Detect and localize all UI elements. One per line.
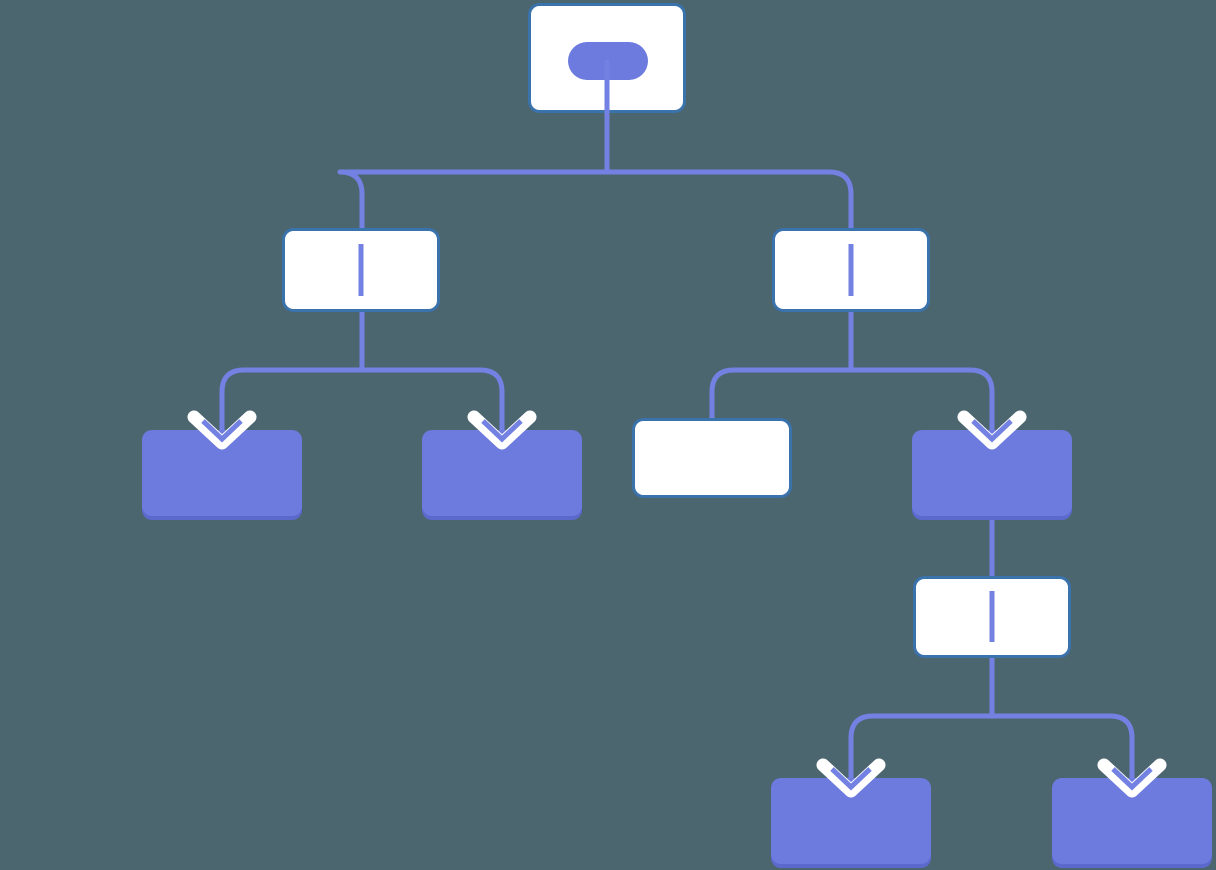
edge-level2-left-to-leaf-2 [362, 367, 505, 443]
node-body[interactable] [1052, 778, 1212, 864]
edge-level2-right-to-leaf-3 [709, 367, 851, 418]
edge-level2-left-to-leaf-1 [219, 367, 362, 443]
edge-root-to-level2-right [607, 169, 854, 228]
level4-middle-node[interactable] [913, 576, 1071, 658]
leaf-node-5[interactable] [1052, 778, 1212, 868]
arrow-head-leaf-2 [467, 410, 537, 450]
arrow-head-inner [1111, 767, 1153, 791]
arrow-head-outline [957, 410, 1027, 450]
edge-level4-middle-to-leaf-5 [992, 713, 1135, 791]
edge-layer [219, 113, 1135, 791]
leaf-node-4[interactable] [771, 778, 931, 868]
leaf-node-3-white[interactable] [632, 418, 792, 498]
arrow-head-leaf-4 [816, 758, 886, 798]
right-branch-node[interactable] [912, 430, 1072, 520]
root-node[interactable] [528, 3, 686, 114]
node-body[interactable] [771, 778, 931, 864]
node-layer [142, 3, 1212, 868]
arrow-head-inner [830, 767, 872, 791]
arrow-head-outline [187, 410, 257, 450]
arrow-head-inner [971, 419, 1013, 443]
edge-root-to-level2-left [337, 169, 607, 228]
node-body[interactable] [142, 430, 302, 516]
arrow-head-outline [816, 758, 886, 798]
leaf-node-2[interactable] [422, 430, 582, 520]
arrow-head-inner [481, 419, 523, 443]
arrow-head-leaf-5 [1097, 758, 1167, 798]
arrow-head-outline [467, 410, 537, 450]
leaf-node-1[interactable] [142, 430, 302, 520]
node-body[interactable] [912, 430, 1072, 516]
level2-left-node[interactable] [282, 228, 440, 312]
level2-right-node[interactable] [772, 228, 930, 312]
arrow-head-leaf-1 [187, 410, 257, 450]
node-body[interactable] [632, 418, 792, 498]
node-body[interactable] [422, 430, 582, 516]
arrow-head-inner [201, 419, 243, 443]
edge-level4-middle-to-leaf-4 [848, 713, 992, 791]
arrow-head-right-branch [957, 410, 1027, 450]
arrow-head-layer [187, 410, 1167, 798]
arrow-head-outline [1097, 758, 1167, 798]
edge-level2-right-to-right-branch [851, 367, 995, 443]
